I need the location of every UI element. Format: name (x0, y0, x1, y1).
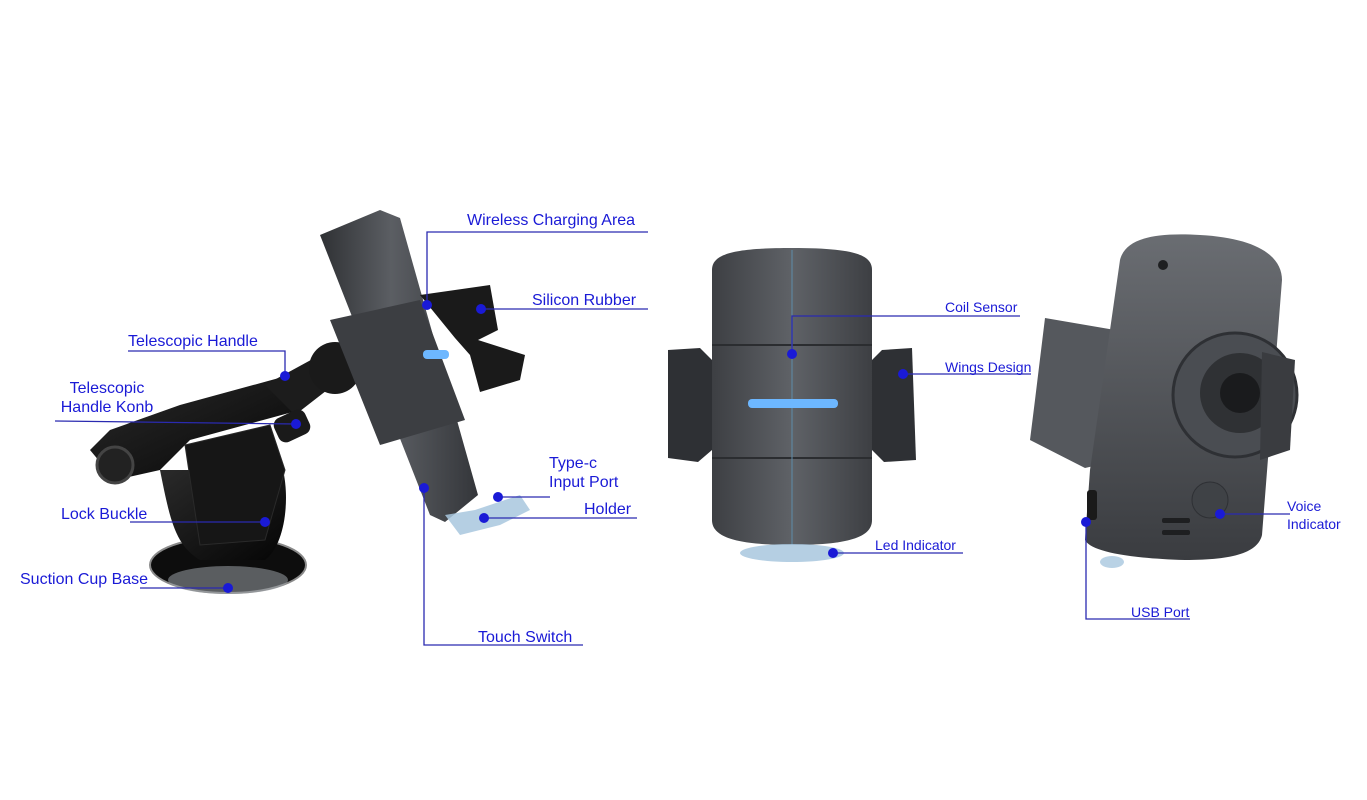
left-view-device (90, 210, 530, 594)
dot-voice-indicator (1215, 509, 1225, 519)
dot-touch-switch (419, 483, 429, 493)
mount-arm (90, 375, 310, 480)
label-lock-buckle: Lock Buckle (61, 506, 148, 523)
dot-led-indicator (828, 548, 838, 558)
label-suction-cup-base: Suction Cup Base (20, 571, 149, 588)
back-right-wing (1260, 352, 1295, 460)
back-slot-2 (1162, 530, 1190, 535)
dot-usb-port (1081, 517, 1091, 527)
back-mount-center (1220, 373, 1260, 413)
leader-telescopic-handle-konb (54, 420, 297, 425)
leader-usb-port (1085, 522, 1190, 620)
label-type-c-line2: Input Port (549, 474, 619, 491)
dot-silicon-rubber (476, 304, 486, 314)
left-led (423, 350, 449, 359)
speaker-grille (1191, 481, 1229, 519)
dot-telescopic-handle (280, 371, 290, 381)
leader-wireless-charging-area (426, 231, 648, 305)
left-wing (668, 348, 712, 462)
back-slot-1 (1162, 518, 1190, 523)
arm-pivot (95, 445, 135, 485)
leader-coil-sensor (791, 315, 1020, 354)
label-telescopic-handle-konb-line1: Telescopic (69, 380, 145, 397)
front-view-device (668, 248, 916, 562)
label-telescopic-handle-konb-line2: Handle Konb (60, 399, 154, 416)
dot-lock-buckle (260, 517, 270, 527)
label-coil-sensor: Coil Sensor (945, 299, 1018, 315)
leader-touch-switch (423, 488, 583, 646)
dot-wings-design (898, 369, 908, 379)
leader-lines (54, 231, 1290, 646)
label-telescopic-handle-konb: Telescopic Handle Konb (52, 379, 162, 417)
front-led-bar (748, 399, 838, 408)
back-holder-feet (1100, 556, 1124, 568)
label-usb-port: USB Port (1131, 604, 1190, 620)
label-type-c-line1: Type-c (549, 455, 598, 472)
label-holder: Holder (584, 501, 632, 518)
label-wireless-charging-area: Wireless Charging Area (467, 212, 636, 229)
label-voice-indicator-line1: Voice (1287, 498, 1322, 514)
label-type-c-input-port: Type-c Input Port (549, 454, 618, 492)
front-holder-feet (740, 544, 844, 562)
leader-telescopic-handle (128, 350, 286, 376)
dot-telescopic-handle-konb (291, 419, 301, 429)
label-voice-indicator-line2: Indicator (1287, 516, 1341, 532)
dot-holder (479, 513, 489, 523)
leader-dots (223, 300, 1225, 593)
usb-port-slot (1087, 490, 1097, 520)
dot-coil-sensor (787, 349, 797, 359)
holder-clamp (330, 300, 465, 445)
silicon-rubber-wing (420, 285, 525, 392)
dot-type-c (493, 492, 503, 502)
label-silicon-rubber: Silicon Rubber (532, 292, 637, 309)
label-touch-switch: Touch Switch (478, 629, 573, 646)
dot-wireless-charging-area (422, 300, 432, 310)
right-wing (872, 348, 916, 462)
lock-buckle-part (184, 424, 286, 546)
label-telescopic-handle: Telescopic Handle (128, 333, 258, 350)
back-screw (1158, 260, 1168, 270)
dot-suction-cup-base (223, 583, 233, 593)
label-led-indicator: Led Indicator (875, 537, 956, 553)
label-voice-indicator: Voice Indicator (1287, 497, 1341, 533)
back-view-device (1030, 234, 1299, 568)
label-wings-design: Wings Design (945, 359, 1032, 375)
suction-cup-rim (168, 566, 288, 594)
